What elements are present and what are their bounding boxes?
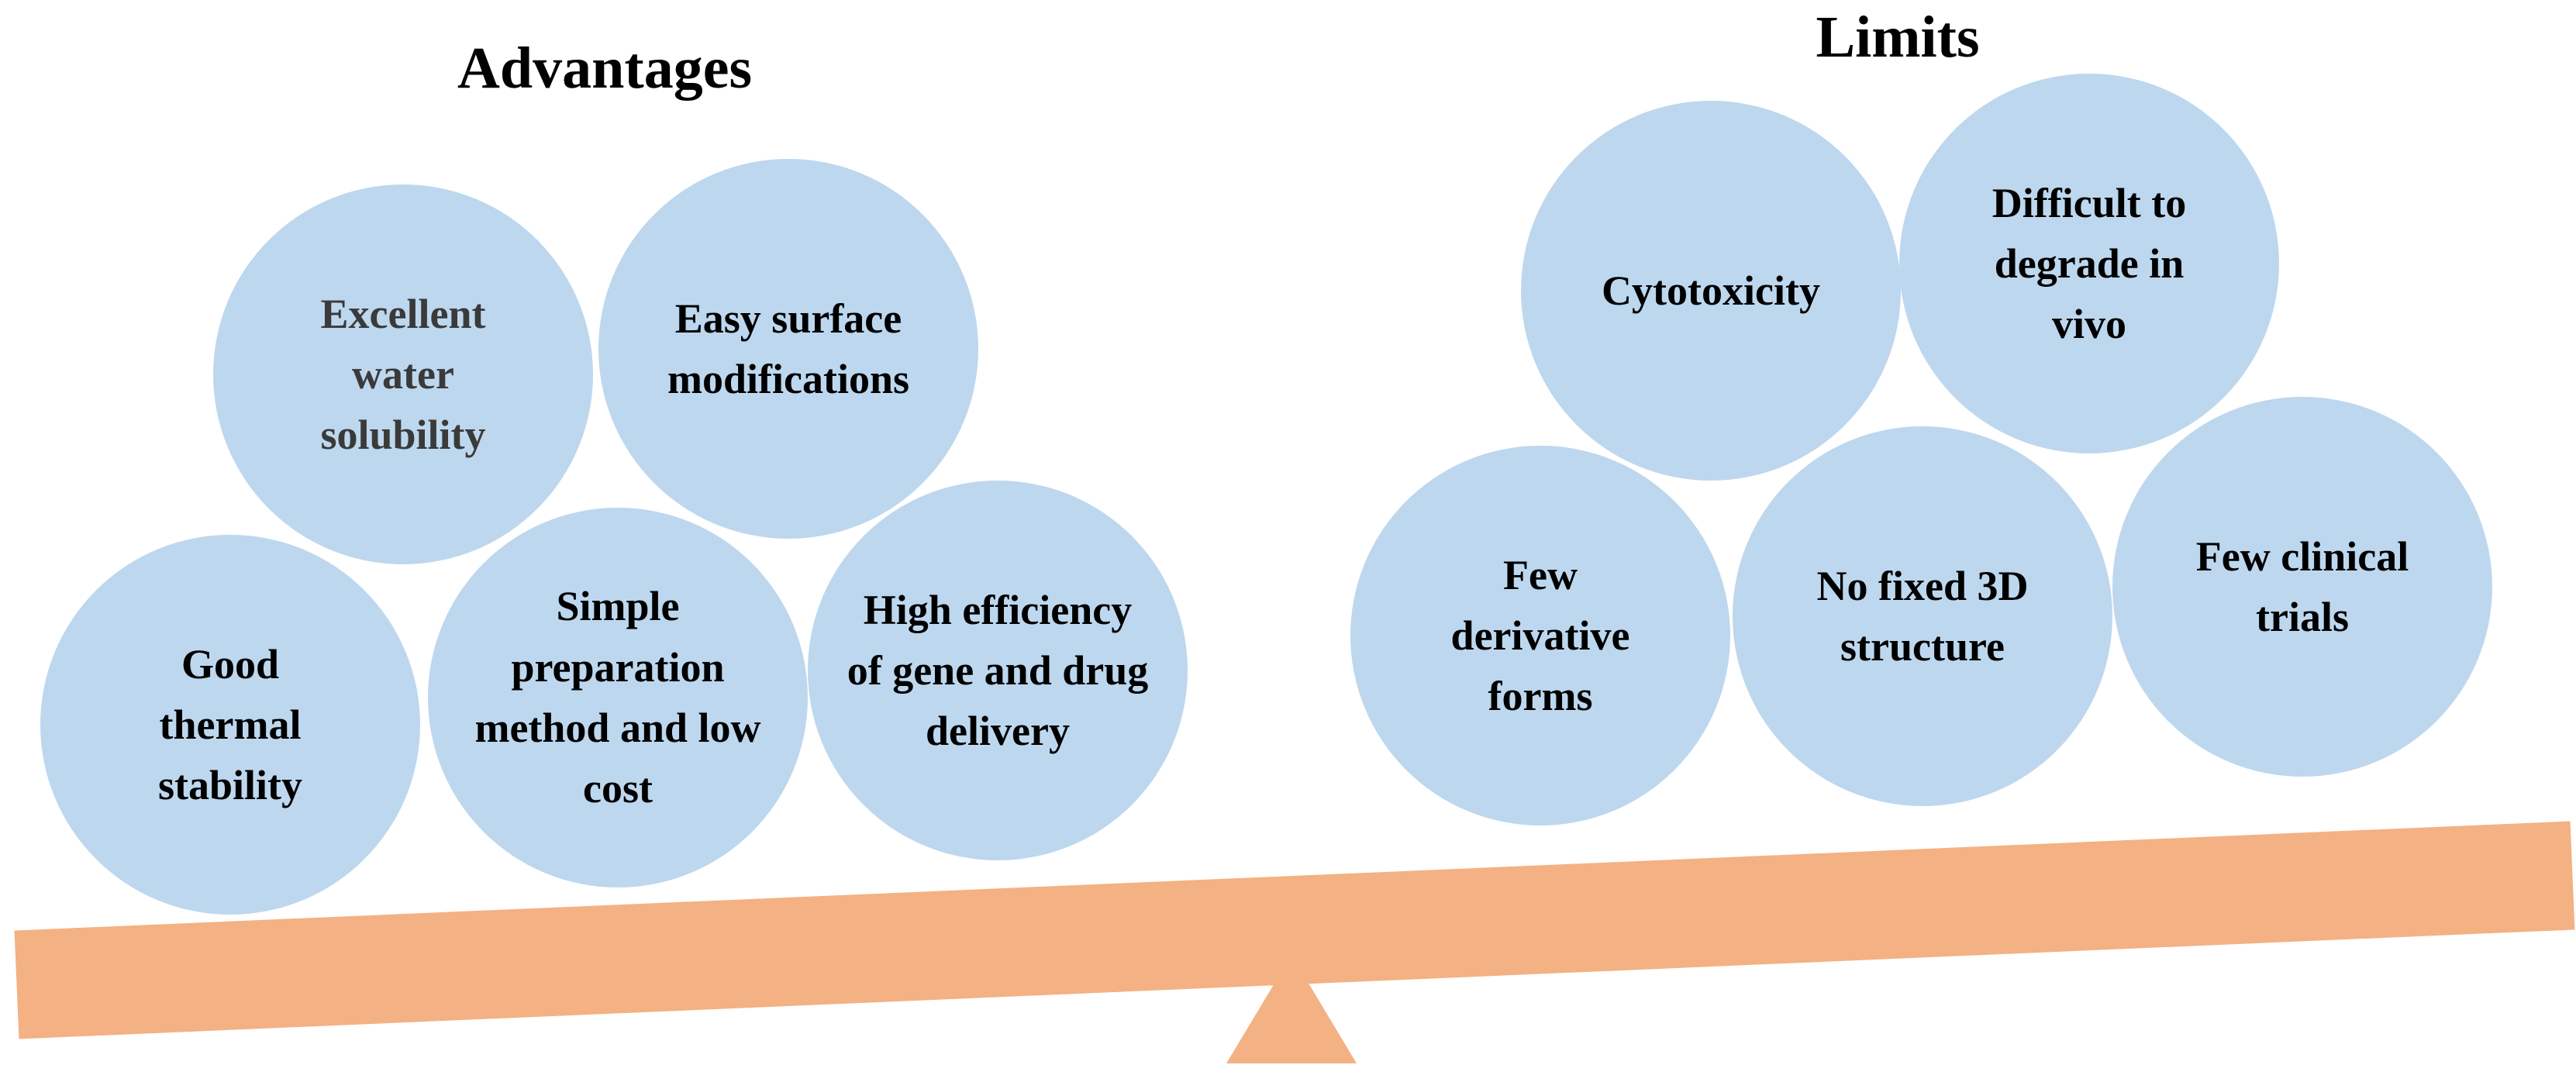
advantage-label: High efficiency of gene and drug deliver…	[847, 586, 1149, 755]
limit-label: No fixed 3D structure	[1816, 562, 2029, 670]
advantages-heading: Advantages	[457, 36, 753, 101]
limit-circle-clinical-trials: Few clinical trials	[2112, 397, 2492, 777]
limit-label: Cytotoxicity	[1602, 267, 1820, 314]
limit-circle-cytotoxicity: Cytotoxicity	[1521, 101, 1901, 481]
limits-heading: Limits	[1816, 5, 1980, 70]
limit-label: Few derivative forms	[1450, 551, 1630, 720]
limit-label: Few clinical trials	[2195, 532, 2409, 640]
advantage-label: Good thermal stability	[157, 640, 303, 809]
advantage-circle-thermal-stability: Good thermal stability	[40, 535, 420, 915]
advantage-label: Easy surface modifications	[667, 295, 909, 402]
limit-circle-degradation: Difficult to degrade in vivo	[1899, 74, 2279, 453]
limit-label: Difficult to degrade in vivo	[1991, 179, 2187, 348]
limit-circle-derivative-forms: Few derivative forms	[1350, 446, 1730, 825]
advantage-label: Excellent water solubility	[320, 290, 486, 459]
advantage-circle-water-solubility: Excellent water solubility	[213, 184, 593, 564]
limit-circle-3d-structure: No fixed 3D structure	[1733, 426, 2112, 806]
advantage-circle-gene-drug-delivery: High efficiency of gene and drug deliver…	[808, 481, 1188, 860]
advantage-circle-preparation-cost: Simple preparation method and low cost	[428, 508, 808, 887]
balance-fulcrum	[1226, 955, 1357, 1063]
advantage-label: Simple preparation method and low cost	[474, 583, 761, 812]
advantage-circle-surface-modifications: Easy surface modifications	[598, 159, 978, 539]
